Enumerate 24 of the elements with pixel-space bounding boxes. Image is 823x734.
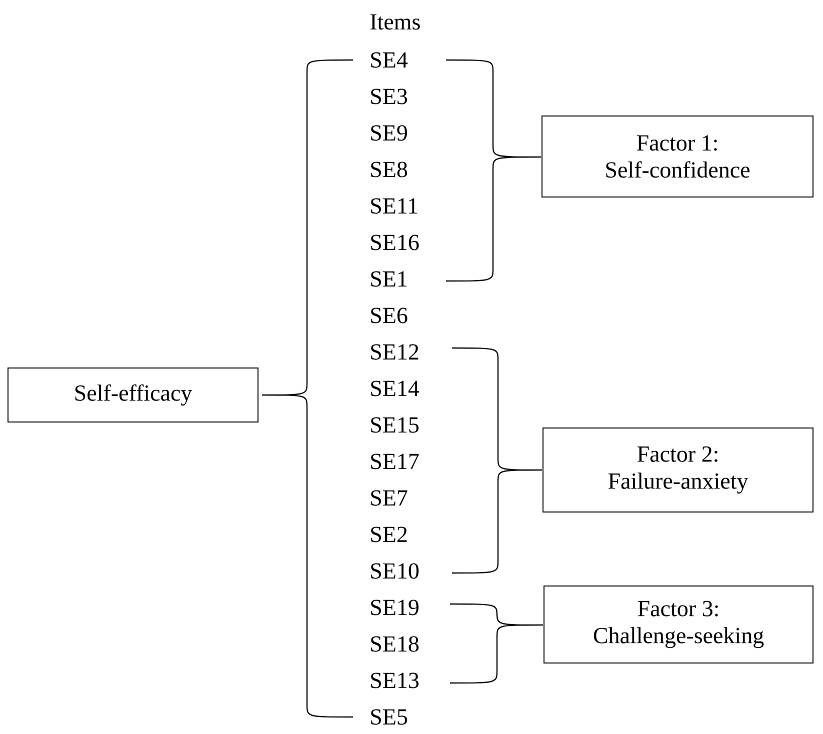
item-label: SE19 [371,600,418,616]
item-label: SE16 [371,234,419,250]
item-label: SE8 [371,162,408,178]
item-label: SE10 [371,563,419,579]
item-label: SE11 [371,198,418,214]
item-label: SE3 [371,88,408,104]
item-label: SE1 [371,271,407,287]
item-label: SE18 [371,636,419,652]
text-box: Factor 2: Failure-anxiety [542,427,814,512]
item-label: SE17 [371,454,419,470]
item-label: SE12 [371,344,418,360]
item-label: SE6 [371,308,408,324]
item-label: SE4 [371,52,408,68]
item-label: SE9 [371,125,407,141]
item-label: SE5 [371,709,408,725]
item-label: SE15 [371,417,419,433]
text-box: Self-efficacy [8,367,258,422]
column-heading: Items [370,14,420,30]
item-label: SE14 [371,380,420,396]
text-box: Factor 3: Challenge-seeking [544,586,814,664]
item-label: SE2 [371,526,407,542]
item-label: SE7 [371,490,408,506]
item-label: SE13 [371,672,419,688]
text-box: Factor 1: Self-confidence [542,116,814,198]
